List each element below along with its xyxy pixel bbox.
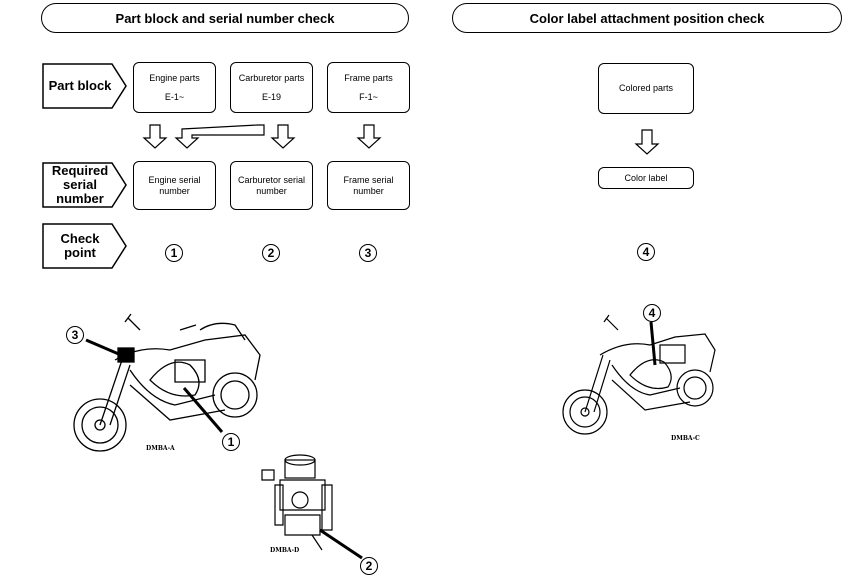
tag-shape: [42, 162, 127, 208]
carburetor-caption: DMBA-D: [270, 547, 300, 554]
frame-serial-box: Frame serial number: [327, 161, 410, 210]
engine-parts-name: Engine parts: [149, 72, 200, 83]
engine-parts-code: E-1~: [164, 91, 185, 102]
bike-left-caption: DMBA-A: [146, 445, 175, 452]
down-arrow-icon: [356, 124, 382, 149]
check-point-4: 4: [637, 243, 655, 261]
left-section-header: Part block and serial number check: [41, 3, 409, 33]
required-serial-row-label: Required serial number: [42, 162, 128, 208]
carburetor-illustration: [261, 454, 333, 551]
motorcycle-illustration: [562, 314, 716, 435]
check-point-label-text: Check point: [60, 231, 100, 260]
frame-parts-box: Frame parts F-1~: [327, 62, 410, 113]
required-serial-label-text: Required serial number: [51, 163, 109, 206]
part-block-row-label: Part block: [42, 63, 128, 109]
check-point-3: 3: [359, 244, 377, 262]
bent-arrow-icon: [174, 124, 265, 149]
engine-serial-box: Engine serial number: [133, 161, 216, 210]
callout-1: 1: [222, 433, 240, 451]
tag-shape: [42, 223, 127, 269]
colored-parts-box: Colored parts: [598, 63, 694, 114]
carburetor-serial-box: Carburetor serial number: [230, 161, 313, 210]
check-point-1: 1: [165, 244, 183, 262]
tag-shape: [42, 63, 127, 109]
motorcycle-illustration: [73, 313, 261, 452]
carburetor-parts-code: E-19: [261, 91, 281, 102]
down-arrow-icon: [142, 124, 168, 149]
frame-serial-text: Frame serial number: [343, 174, 394, 196]
part-block-label-text: Part block: [48, 78, 112, 93]
engine-serial-text: Engine serial number: [148, 174, 201, 196]
frame-parts-name: Frame parts: [344, 72, 393, 83]
bike-right-caption: DMBA-C: [671, 435, 700, 442]
down-arrow-icon: [270, 124, 296, 149]
callout-3: 3: [66, 326, 84, 344]
engine-parts-box: Engine parts E-1~: [133, 62, 216, 113]
frame-parts-code: F-1~: [359, 91, 378, 102]
carburetor-serial-text: Carburetor serial number: [237, 174, 306, 196]
colored-parts-text: Colored parts: [618, 83, 674, 93]
color-label-text: Color label: [624, 172, 668, 183]
callout-2: 2: [360, 557, 378, 575]
color-label-box: Color label: [598, 167, 694, 189]
down-arrow-icon: [634, 129, 660, 155]
carburetor-parts-box: Carburetor parts E-19: [230, 62, 313, 113]
check-point-2: 2: [262, 244, 280, 262]
callout-4: 4: [643, 304, 661, 322]
right-section-header: Color label attachment position check: [452, 3, 842, 33]
carburetor-parts-name: Carburetor parts: [238, 72, 305, 83]
check-point-row-label: Check point: [42, 223, 128, 269]
